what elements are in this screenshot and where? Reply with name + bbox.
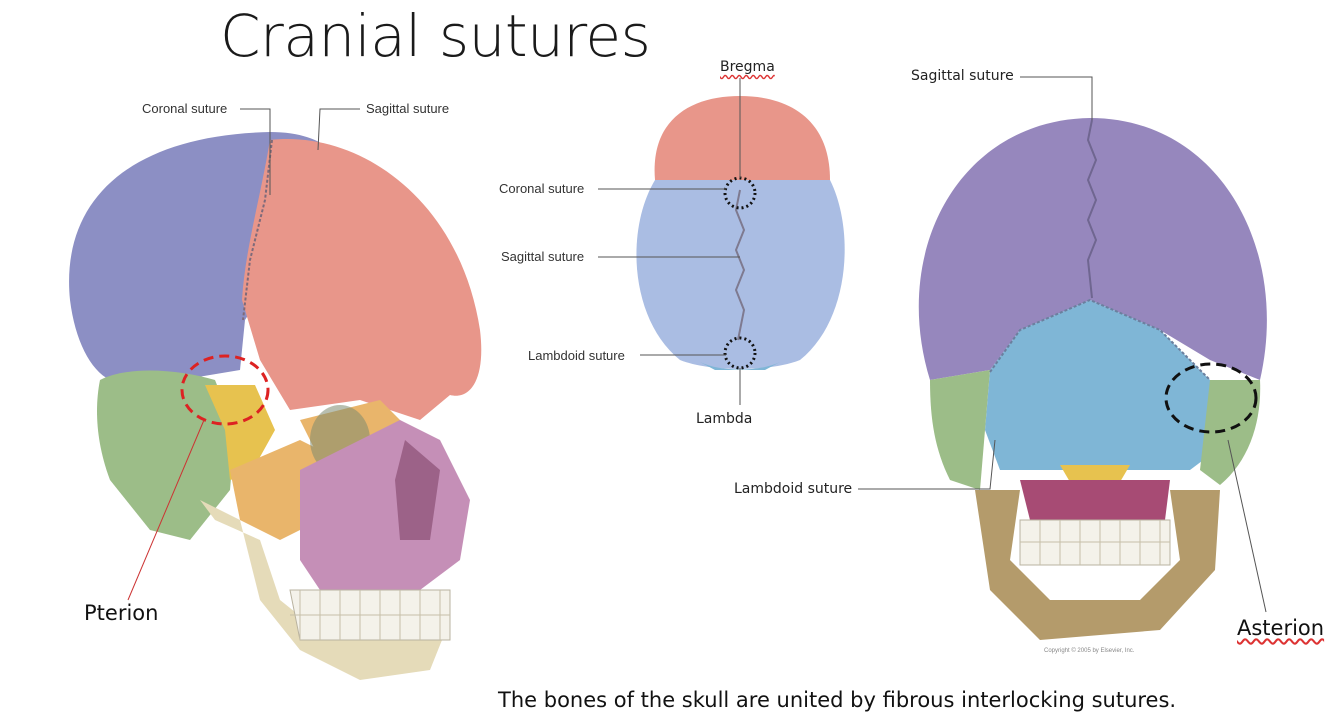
posterior-palate xyxy=(1060,465,1130,482)
posterior-skull xyxy=(858,77,1267,640)
caption: The bones of the skull are united by fib… xyxy=(498,688,1176,712)
lateral-parietal-bone xyxy=(242,139,481,420)
copyright-text: Copyright © 2005 by Elsevier, Inc. xyxy=(1044,648,1134,654)
posterior-left-temporal xyxy=(930,370,990,490)
posterior-lambdoid-label: Lambdoid suture xyxy=(734,481,852,497)
asterion-label: Asterion xyxy=(1237,616,1324,640)
bregma-label: Bregma xyxy=(720,59,775,75)
superior-parietal-bones xyxy=(636,180,844,369)
superior-skull xyxy=(598,78,845,405)
superior-coronal-label: Coronal suture xyxy=(499,181,584,196)
lambda-label: Lambda xyxy=(696,411,752,427)
posterior-sagittal-label: Sagittal suture xyxy=(911,68,1014,84)
posterior-pharynx xyxy=(1020,480,1170,520)
lateral-skull xyxy=(69,109,481,680)
superior-lambdoid-label: Lambdoid suture xyxy=(528,348,625,363)
pterion-label: Pterion xyxy=(84,601,158,625)
superior-sagittal-label: Sagittal suture xyxy=(501,249,584,264)
lateral-coronal-label: Coronal suture xyxy=(142,101,227,116)
superior-frontal-bone xyxy=(655,96,830,180)
lateral-sagittal-label: Sagittal suture xyxy=(366,101,449,116)
